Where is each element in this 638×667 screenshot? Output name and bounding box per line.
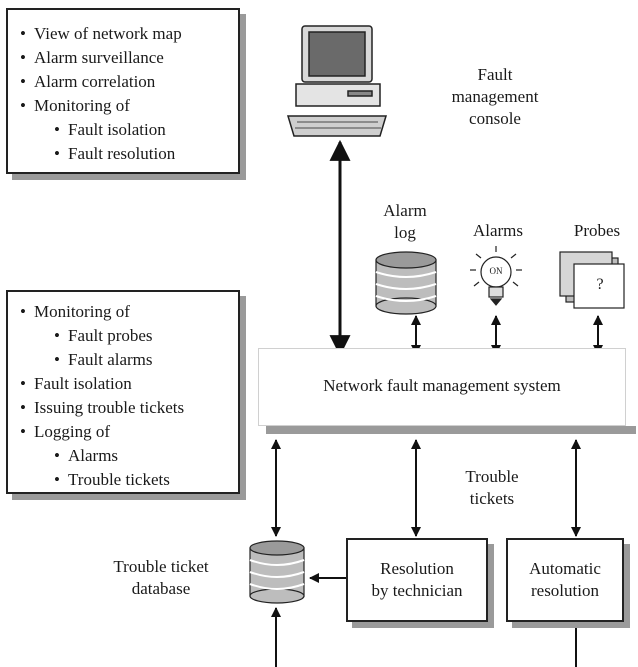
console-functions-box: View of network map Alarm surveillance A… xyxy=(6,8,240,174)
list-item: Fault resolution xyxy=(20,142,238,166)
list-item: Alarms xyxy=(20,444,238,468)
alarm-bulb-icon xyxy=(470,246,522,306)
alarm-log-label: Alarm log xyxy=(383,201,427,242)
list-item: Logging of xyxy=(20,420,238,444)
console-label: Fault management console xyxy=(451,65,539,128)
computer-icon xyxy=(286,25,388,137)
trouble-tickets-label: Trouble tickets xyxy=(465,467,519,508)
network-fault-management-system xyxy=(258,348,626,426)
list-item: Monitoring of xyxy=(20,94,238,118)
list-item: Fault isolation xyxy=(20,118,238,142)
list-item: View of network map xyxy=(20,22,238,46)
nfms-shadow xyxy=(266,426,636,434)
technician-resolution-box: Resolution by technician xyxy=(346,538,488,622)
system-functions-box: Monitoring of Fault probes Fault alarms … xyxy=(6,290,240,494)
trouble-ticket-database-icon xyxy=(249,540,305,604)
trouble-ticket-database-label: Trouble ticket database xyxy=(113,557,209,598)
alarms-label: Alarms xyxy=(472,221,524,240)
list-item: Fault probes xyxy=(20,324,238,348)
list-item: Fault isolation xyxy=(20,372,238,396)
list-item: Alarm surveillance xyxy=(20,46,238,70)
alarm-log-database-icon xyxy=(375,251,437,315)
nfms-label: Network fault management system xyxy=(323,376,561,395)
list-item: Issuing trouble tickets xyxy=(20,396,238,420)
automatic-resolution-box: Automatic resolution xyxy=(506,538,624,622)
list-item: Alarm correlation xyxy=(20,70,238,94)
probes-document-icon xyxy=(559,251,625,309)
probe-mark: ? xyxy=(596,276,604,293)
list-item: Monitoring of xyxy=(20,300,238,324)
alarm-bulb-text: ON xyxy=(489,266,503,276)
list-item: Trouble tickets xyxy=(20,468,238,492)
probes-label: Probes xyxy=(573,221,621,240)
list-item: Fault alarms xyxy=(20,348,238,372)
